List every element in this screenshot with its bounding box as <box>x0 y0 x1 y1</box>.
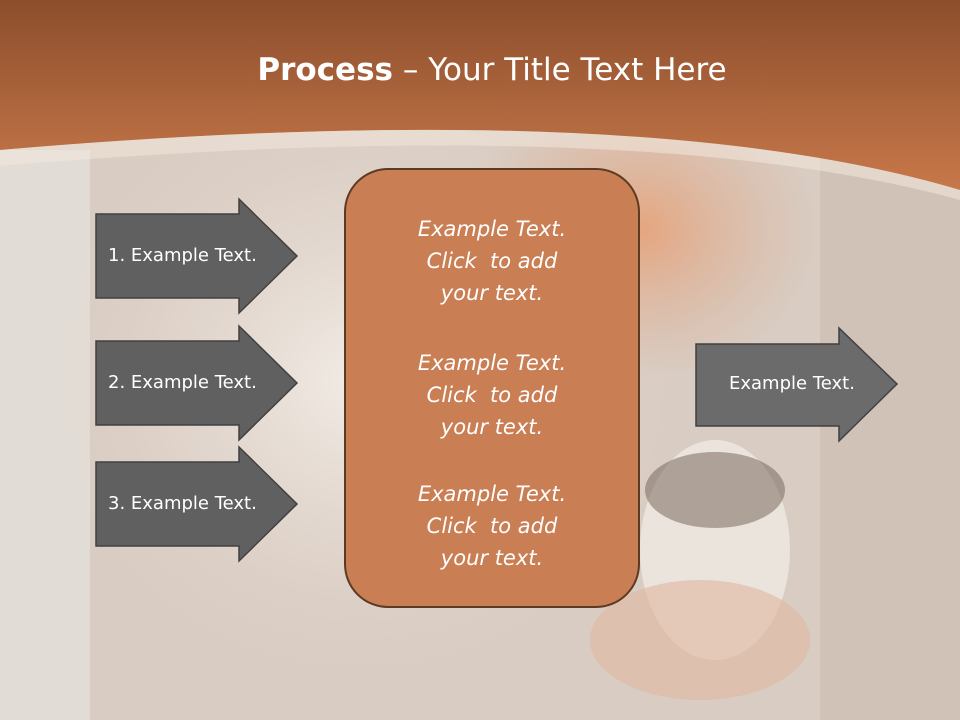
center-line: Click to add <box>426 249 558 273</box>
photo-cup-lid <box>645 452 785 528</box>
title-bold: Process <box>257 52 393 88</box>
left-arrow-1-label[interactable]: 1. Example Text. <box>108 245 257 266</box>
left-arrow-3 <box>95 445 299 563</box>
center-process-box[interactable] <box>344 168 640 608</box>
left-arrow-2-label[interactable]: 2. Example Text. <box>108 372 257 393</box>
photo-hand <box>590 580 810 700</box>
left-arrow-3-label[interactable]: 3. Example Text. <box>108 493 257 514</box>
center-line: your text. <box>440 415 544 439</box>
left-arrow-2 <box>95 324 299 442</box>
center-line: Click to add <box>426 514 558 538</box>
right-arrow <box>695 326 899 443</box>
center-line: your text. <box>440 281 544 305</box>
center-line: Example Text. <box>417 217 567 241</box>
center-text-block-3[interactable]: Example Text. Click to add your text. <box>344 478 640 574</box>
header-band <box>0 0 960 190</box>
center-text-block-1[interactable]: Example Text. Click to add your text. <box>344 213 640 309</box>
left-arrow-1 <box>95 197 299 315</box>
header-curve-highlight <box>0 129 960 200</box>
center-text-block-2[interactable]: Example Text. Click to add your text. <box>344 347 640 443</box>
center-line: your text. <box>440 546 544 570</box>
title-rest: – Your Title Text Here <box>393 52 727 88</box>
center-line: Example Text. <box>417 351 567 375</box>
right-arrow-label[interactable]: Example Text. <box>729 373 855 394</box>
slide-title[interactable]: Process – Your Title Text Here <box>0 52 960 88</box>
center-line: Example Text. <box>417 482 567 506</box>
center-line: Click to add <box>426 383 558 407</box>
